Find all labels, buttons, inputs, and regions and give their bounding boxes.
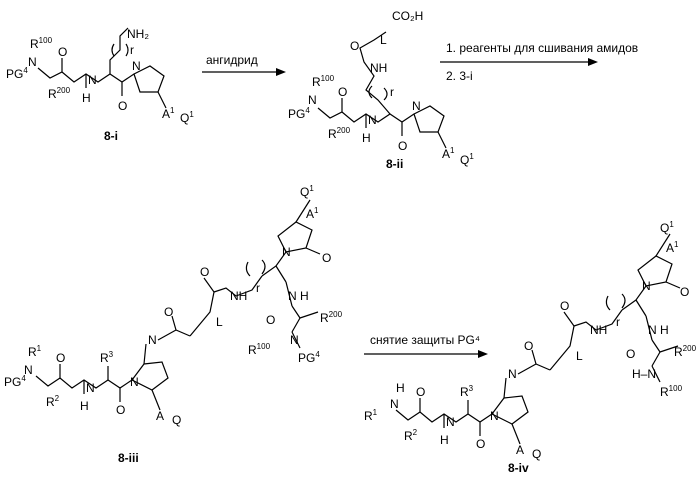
atom-NH-8iii: N H — [288, 289, 309, 303]
atom-Q1-8iii: Q1 — [300, 184, 314, 199]
atom-A-8iv: A — [516, 443, 524, 457]
arrow-2-label-1: 1. реагенты для сшивания амидов — [446, 41, 638, 55]
atom-O-left-8iv: O — [524, 339, 533, 353]
atom-R1-8iii: R1 — [28, 344, 42, 359]
atom-NH2: NH₂ — [127, 27, 149, 41]
atom-R200-8ii: R200 — [328, 126, 351, 141]
atom-NH-link-8iv: NH — [590, 323, 607, 337]
atom-Nring-top-8iii: N — [282, 245, 291, 259]
atom-A1-8iv: A1 — [666, 240, 679, 255]
atom-PG4-8ii: PG4 — [288, 106, 310, 121]
atom-r-8ii: r — [390, 85, 394, 99]
atom-Nring-top-8iv: N — [642, 279, 651, 293]
atom-R200-8iv: R200 — [674, 344, 697, 359]
atom-R1-8iv: R1 — [364, 408, 378, 423]
compound-label-8-ii: 8-ii — [386, 157, 403, 171]
atom-O1-8iii: O — [56, 351, 65, 365]
atom-PG4-left-8iii: PG4 — [4, 374, 26, 389]
compound-label-8-i: 8-i — [104, 129, 118, 143]
atom-R100: R100 — [30, 36, 53, 51]
atom-A1: A1 — [162, 106, 175, 121]
atom-R3-8iii: R3 — [100, 350, 114, 365]
atom-O2-8ii: O — [398, 139, 407, 153]
atom-R200-8iii: R200 — [320, 310, 343, 325]
atom-O-top-8iv: O — [680, 285, 689, 299]
atom-R200: R200 — [48, 86, 71, 101]
arrow-1-label: ангидрид — [206, 53, 258, 67]
compound-8-i: R100 N PG4 R200 N H O O N NH₂ r A1 Q1 8-… — [6, 27, 194, 143]
atom-R100-8ii: R100 — [312, 74, 335, 89]
atom-r: r — [130, 43, 134, 57]
atom-N-amide-8ii: N — [368, 113, 377, 127]
atom-H-8iii: H — [80, 399, 89, 413]
atom-O-left-8iii: O — [164, 305, 173, 319]
atom-O-1: O — [58, 45, 67, 59]
atom-N: N — [28, 55, 37, 69]
atom-H-8iv: H — [440, 433, 449, 447]
atom-O-link-8iii: O — [200, 265, 209, 279]
atom-Nring-8ii: N — [412, 99, 421, 113]
compound-8-ii: CO₂H O L NH r R100 N PG4 R200 N H O O N … — [288, 9, 474, 171]
compound-label-8-iii: 8-iii — [118, 451, 139, 465]
arrow-1: ангидрид — [202, 53, 286, 76]
arrow-3-label: снятие защиты PG⁴ — [370, 333, 480, 347]
atom-L-8iv: L — [576, 349, 583, 363]
atom-Q1-8ii: Q1 — [460, 152, 474, 167]
atom-O2-8iii: O — [116, 403, 125, 417]
atom-Nring-8iii: N — [130, 375, 139, 389]
atom-O1-8iv: O — [416, 385, 425, 399]
atom-N-amide-8iv: N — [446, 415, 455, 429]
atom-CO2H: CO₂H — [392, 9, 423, 23]
atom-O-2: O — [118, 99, 127, 113]
atom-Q1-8iv: Q1 — [660, 220, 674, 235]
atom-N-8ii: N — [308, 93, 317, 107]
atom-L-8iii: L — [216, 315, 223, 329]
atom-A1-8iii: A1 — [306, 206, 319, 221]
atom-A-8iii: A — [156, 409, 164, 423]
compound-8-iii: Q1 A1 O N N H r NH O L O R200 N R100 PG4… — [4, 184, 343, 465]
atom-N-left-8iv: N — [390, 397, 399, 411]
atom-N-ring: N — [132, 59, 141, 73]
atom-r-8iii: r — [256, 281, 260, 295]
compound-label-8-iv: 8-iv — [508, 461, 529, 475]
atom-N-amide: N — [88, 73, 97, 87]
atom-R100-8iv: R100 — [660, 384, 683, 399]
atom-N-amide-8iii: N — [86, 381, 95, 395]
arrow-2: 1. реагенты для сшивания амидов 2. 3-i — [440, 41, 638, 83]
atom-NH-8ii: NH — [370, 61, 387, 75]
atom-R2-8iii: R2 — [46, 394, 60, 409]
atom-Q1: Q1 — [180, 110, 194, 125]
atom-Q-8iii: Q — [172, 413, 181, 427]
atom-HN-8iv: H–N — [632, 367, 656, 381]
atom-L-8ii: L — [380, 33, 387, 47]
atom-N-4pos-8iii: N — [148, 333, 157, 347]
atom-NH-link-8iii: NH — [230, 289, 247, 303]
atom-O2-8iv: O — [476, 437, 485, 451]
compound-8-iv: Q1 A1 O N N H r NH O L O R200 H–N R100 O… — [364, 220, 697, 475]
atom-O-top-8iii: O — [322, 251, 331, 265]
atom-A1-8ii: A1 — [442, 146, 455, 161]
atom-R100-8iii: R100 — [248, 342, 271, 357]
atom-N-4pos-8iv: N — [508, 367, 517, 381]
atom-H: H — [82, 91, 91, 105]
atom-N-8iii: N — [290, 333, 299, 347]
atom-O-link-8iv: O — [560, 299, 569, 313]
atom-NH-8iv: N H — [648, 323, 669, 337]
atom-H-8ii: H — [362, 131, 371, 145]
atom-O-amide-8iii: O — [266, 313, 275, 327]
atom-PG4: PG4 — [6, 66, 28, 81]
atom-Q-8iv: Q — [532, 447, 541, 461]
atom-r-8iv: r — [616, 315, 620, 329]
atom-PG4-right-8iii: PG4 — [298, 350, 320, 365]
arrow-3: снятие защиты PG⁴ — [364, 333, 488, 358]
atom-O-amide-8iv: O — [626, 347, 635, 361]
atom-Nring-8iv: N — [490, 409, 499, 423]
atom-H-top-8iv: H — [396, 381, 405, 395]
atom-R2-8iv: R2 — [404, 428, 418, 443]
atom-R3-8iv: R3 — [460, 384, 474, 399]
atom-O1-8ii: O — [338, 85, 347, 99]
arrow-2-label-2: 2. 3-i — [446, 69, 473, 83]
atom-O-acid: O — [350, 39, 359, 53]
